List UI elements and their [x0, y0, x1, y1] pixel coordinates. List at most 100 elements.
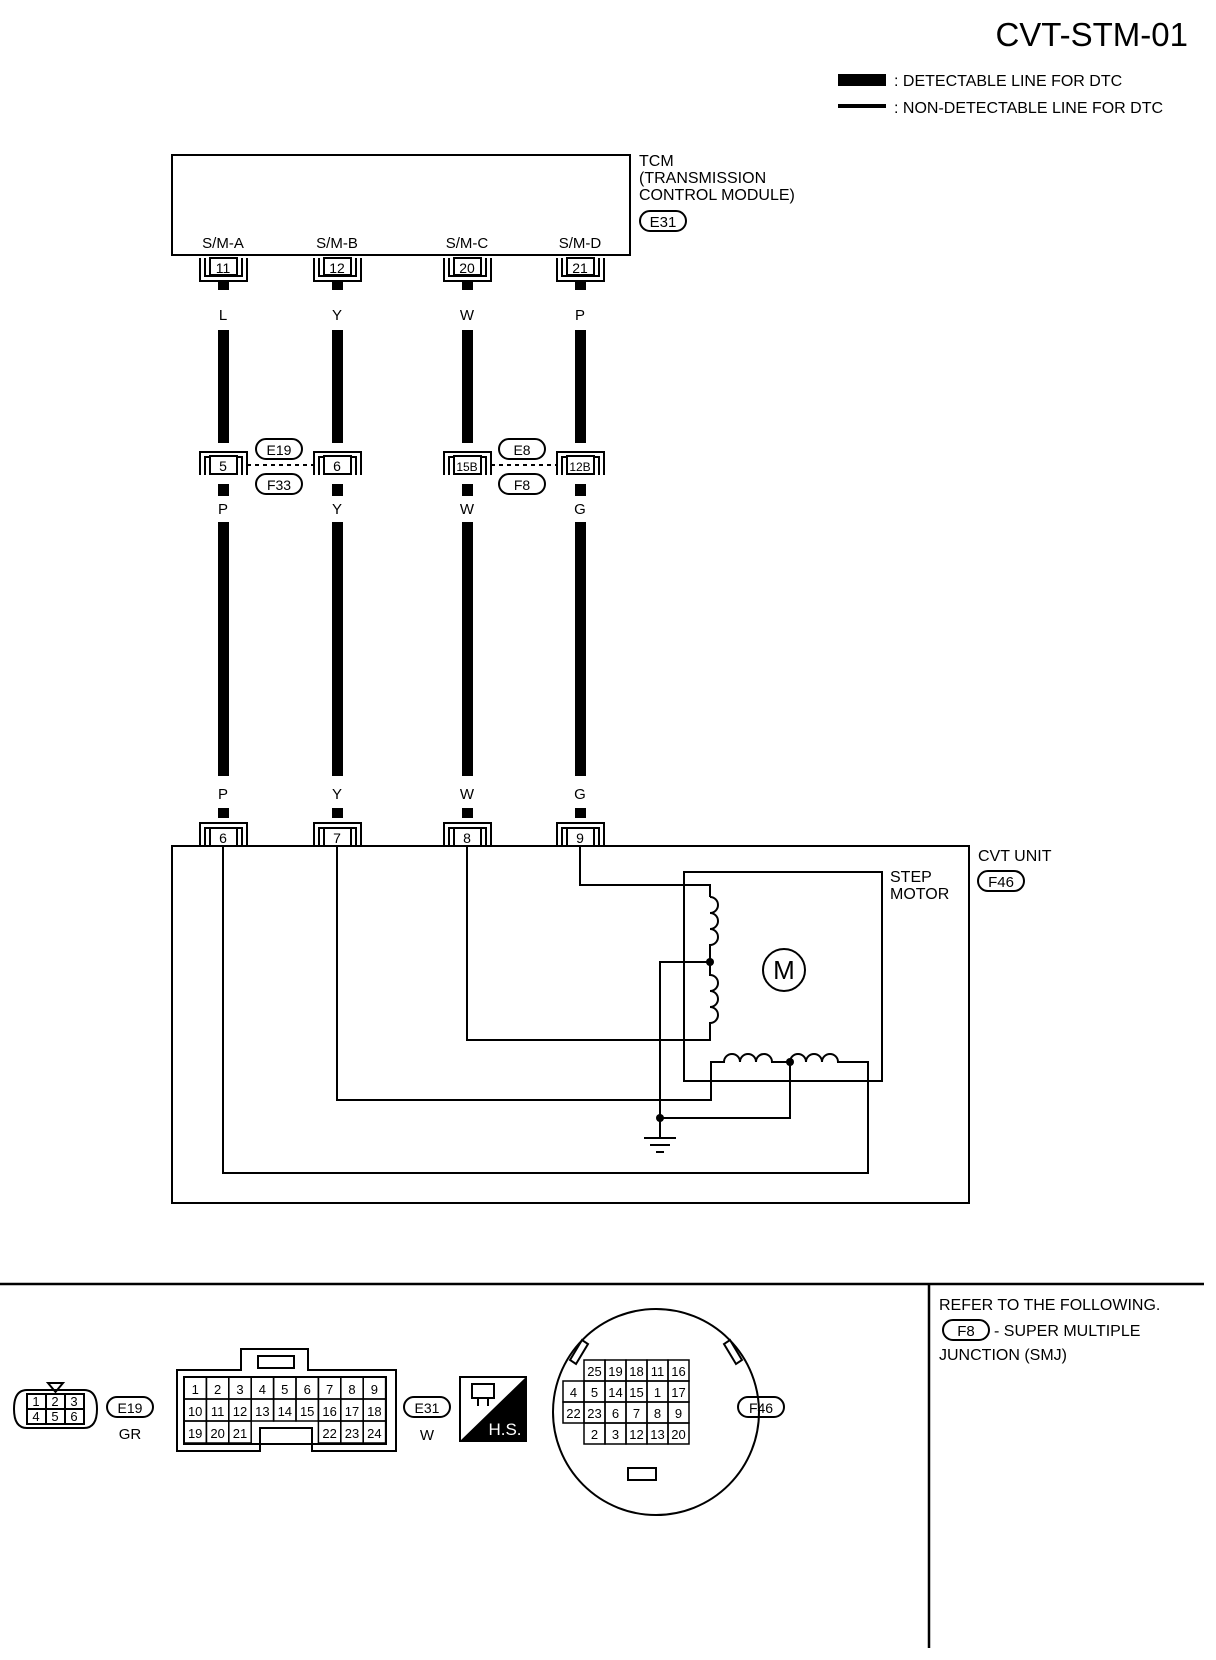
pin-number: 25 — [587, 1364, 601, 1379]
joint-badge-f8 — [498, 473, 546, 495]
wire-stub — [218, 280, 229, 290]
pin-number: 16 — [322, 1404, 336, 1419]
pin-number: 19 — [188, 1426, 202, 1441]
joint-connectors — [199, 438, 605, 495]
wire-color-label: Y — [332, 307, 342, 324]
pin-box-11 — [209, 257, 238, 276]
pin-number: 6 — [304, 1382, 311, 1397]
e31-badge-group: E31 W — [403, 1396, 451, 1444]
hs-icon-fill — [460, 1377, 526, 1441]
pin-label-smc: S/M-C — [446, 235, 489, 252]
tcm-label-line2: (TRANSMISSION — [639, 170, 766, 187]
junction-dot — [706, 958, 714, 966]
wire-smd-upper — [575, 330, 586, 443]
wire-stub — [332, 808, 343, 818]
cvt-pin-number: 9 — [576, 830, 584, 846]
coil-1 — [709, 896, 719, 962]
pin-number: 22 — [322, 1426, 336, 1441]
refer-connector-id: F8 — [957, 1323, 975, 1340]
pin-number: 2 — [214, 1382, 221, 1397]
wire-smc-lower — [462, 522, 473, 776]
pin-number: 9 — [675, 1406, 682, 1421]
cvt-pin-number: 8 — [463, 830, 471, 846]
wire-color-label: P — [575, 307, 585, 324]
joint-badge-e8 — [498, 438, 546, 460]
center-tap-1 — [659, 961, 710, 1118]
e19-pin: 1 — [32, 1394, 39, 1409]
pin-number: 17 — [671, 1385, 685, 1400]
e19-id: E19 — [118, 1400, 143, 1416]
joint-pin-number: 15B — [456, 460, 477, 474]
wire-stub — [462, 484, 473, 496]
tcm-module: TCM (TRANSMISSION CONTROL MODULE) E31 S/… — [171, 153, 795, 256]
pin-number: 11 — [651, 1364, 665, 1379]
tcm-pin-connectors — [199, 257, 605, 282]
wire-stub — [218, 808, 229, 818]
internal-wire-d — [579, 846, 711, 897]
pin-number: 13 — [650, 1427, 664, 1442]
pin-number: 14 — [608, 1385, 622, 1400]
pin-number: 21 — [233, 1426, 247, 1441]
junction-dot — [786, 1058, 794, 1066]
refer-text: REFER TO THE FOLLOWING. — [939, 1297, 1160, 1314]
pin-number: 1 — [654, 1385, 661, 1400]
step-motor-box — [683, 871, 883, 1082]
joint-badge-e19 — [255, 438, 303, 460]
wire-stub — [462, 808, 473, 818]
coils-3-4-wires — [222, 846, 869, 1174]
pin-number: 6 — [612, 1406, 619, 1421]
cvt-pin-connectors — [199, 822, 605, 847]
cvt-connector-id: F46 — [988, 874, 1014, 891]
wire-color-label: P — [218, 501, 228, 518]
refer-connector-badge — [942, 1319, 990, 1341]
joint-pin-box — [566, 455, 595, 475]
pin-number: 20 — [671, 1427, 685, 1442]
pin-number: 7 — [633, 1406, 640, 1421]
wire-stub — [575, 280, 586, 290]
pin-number: 23 — [345, 1426, 359, 1441]
wire-color-label: P — [218, 786, 228, 803]
pin-cell — [362, 1420, 387, 1444]
tcm-connector-badge — [639, 210, 687, 232]
joint-pin-box — [453, 455, 482, 475]
tcm-pin-number: 21 — [572, 260, 588, 276]
pin-number: 4 — [570, 1385, 577, 1400]
e19-pin: 3 — [70, 1394, 77, 1409]
legend-thick-line — [838, 74, 886, 86]
center-tap-2 — [660, 1062, 791, 1119]
legend-detectable-text: : DETECTABLE LINE FOR DTC — [894, 73, 1122, 90]
pin-label-sma: S/M-A — [202, 235, 244, 252]
f46-key-bottom — [627, 1467, 657, 1481]
wire-smb-upper — [332, 330, 343, 443]
f46-key-right — [722, 1338, 744, 1366]
pin-number: 14 — [278, 1404, 292, 1419]
pin-number: 16 — [671, 1364, 685, 1379]
motor-symbol-text: M — [773, 955, 795, 985]
step-motor — [222, 846, 883, 1174]
cvt-unit-box — [171, 845, 970, 1204]
tcm-connector-id: E31 — [650, 214, 677, 231]
e31-badge — [403, 1396, 451, 1418]
wire-sma-upper — [218, 330, 229, 443]
wire-stub — [218, 484, 229, 496]
wire-stub — [332, 280, 343, 290]
wire-smd-lower — [575, 522, 586, 776]
cvt-connector-badge — [977, 870, 1025, 892]
wire-color-label: L — [219, 307, 227, 324]
joint-id: E19 — [267, 442, 292, 458]
pin-number: 12 — [233, 1404, 247, 1419]
pin-number: 2 — [591, 1427, 598, 1442]
legend-thin-line — [838, 104, 886, 108]
e19-pin: 5 — [51, 1409, 58, 1424]
pin-label-smd: S/M-D — [559, 235, 602, 252]
e19-outline — [12, 1389, 99, 1429]
pin-number: 5 — [281, 1382, 288, 1397]
pin-number: 8 — [654, 1406, 661, 1421]
e31-outline — [176, 1348, 397, 1452]
joint-id: E8 — [513, 442, 530, 458]
pin-number: 3 — [236, 1382, 243, 1397]
connector-face-e19 — [12, 1382, 154, 1429]
